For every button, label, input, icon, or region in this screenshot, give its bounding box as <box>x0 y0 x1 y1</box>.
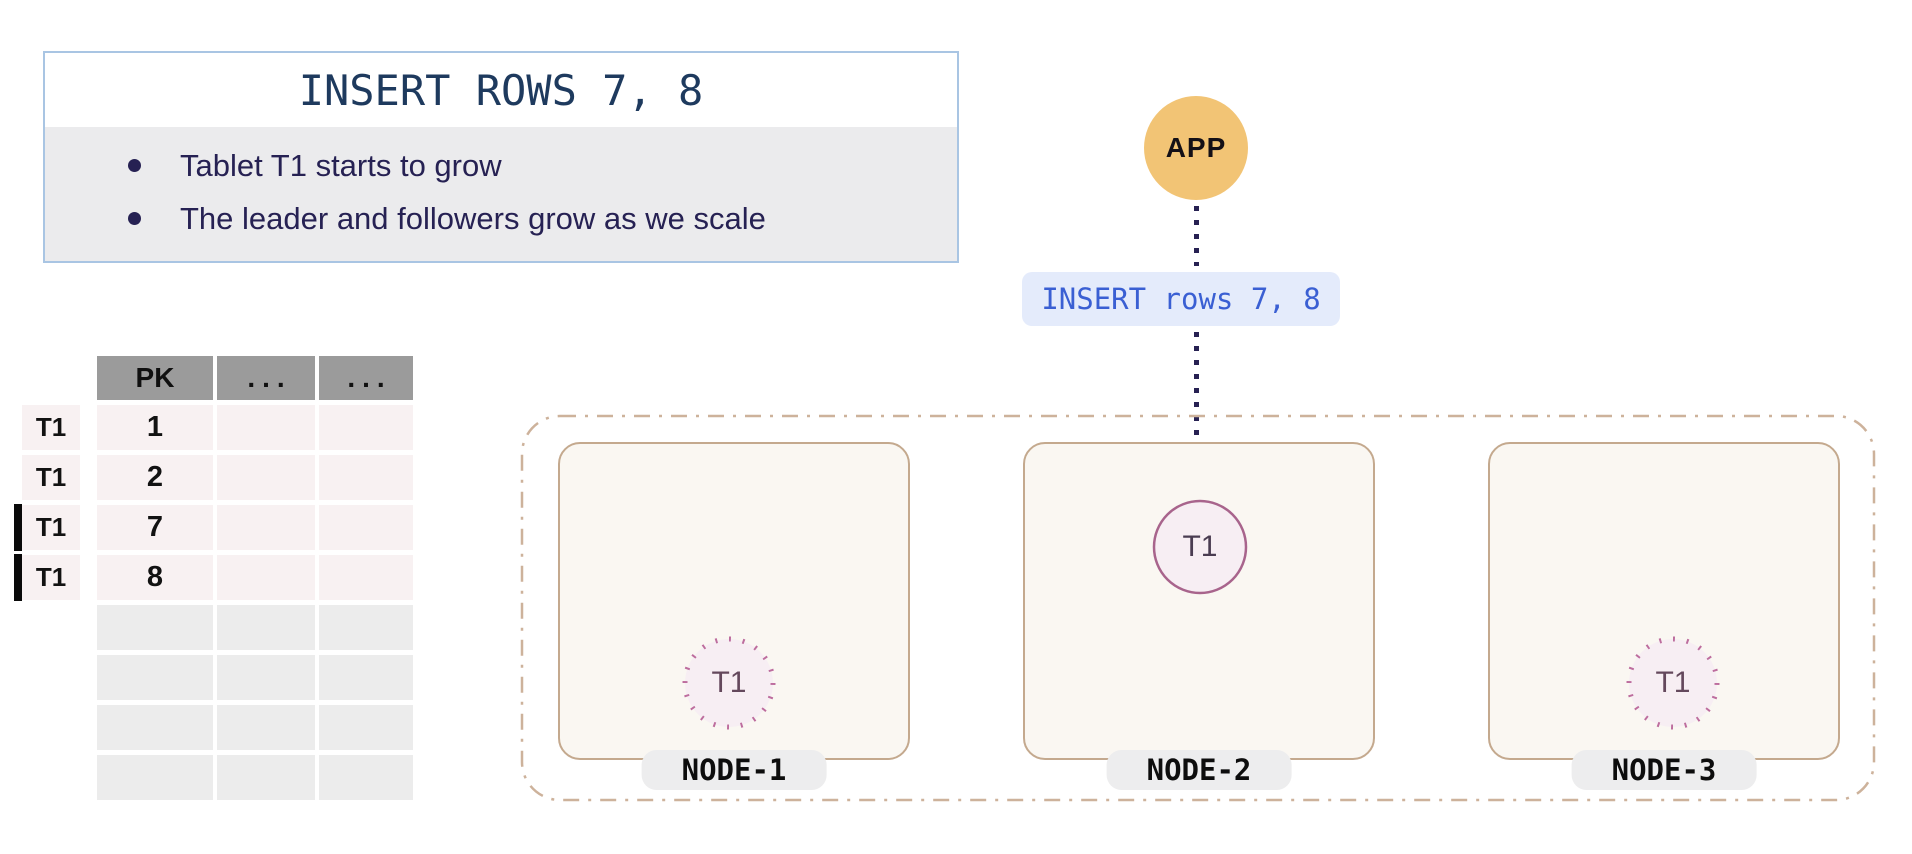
table-cell <box>217 655 315 700</box>
tablet-circle-follower: T1 <box>1623 633 1723 733</box>
table-row-empty <box>97 605 417 650</box>
node-box: T1 NODE-3 <box>1488 442 1840 790</box>
tablet-row-label: T1 <box>14 504 80 551</box>
tablet-row-label: T1 <box>14 405 80 450</box>
table-cell <box>217 705 315 750</box>
node-name-pill: NODE-1 <box>641 750 827 790</box>
bullet-icon <box>128 159 141 172</box>
solid-circle-icon <box>1152 499 1248 595</box>
app-node: APP <box>1144 96 1248 200</box>
bullet-text: Tablet T1 starts to grow <box>180 147 502 183</box>
table-cell <box>217 405 315 450</box>
tablet-label: T1 <box>1182 530 1218 563</box>
table-row-empty <box>97 755 417 800</box>
request-dotted-line <box>1194 206 1199 266</box>
node-name-pill: NODE-2 <box>1106 750 1292 790</box>
callout-box: INSERT ROWS 7, 8 Tablet T1 starts to gro… <box>43 51 959 263</box>
bullet-text: The leader and followers grow as we scal… <box>180 200 766 236</box>
insert-marker-bar <box>14 554 22 601</box>
cluster-border <box>520 414 1876 802</box>
table-cell-pk: 7 <box>97 505 213 550</box>
table-header-row: PK ... ... <box>97 356 417 400</box>
node-name-pill: NODE-3 <box>1571 750 1757 790</box>
table-cell <box>217 555 315 600</box>
query-label: INSERT rows 7, 8 <box>1022 272 1340 326</box>
table-cell <box>319 455 413 500</box>
tablet-label: T1 <box>711 666 747 699</box>
table-cell <box>319 755 413 800</box>
table-cell <box>97 755 213 800</box>
tablet-label: T1 <box>22 455 80 500</box>
table-cell <box>319 655 413 700</box>
insert-marker-bar <box>14 504 22 551</box>
tablet-label: T1 <box>22 405 80 450</box>
node-box: T1 NODE-1 <box>558 442 910 790</box>
bullet-icon <box>128 212 141 225</box>
tablet-circle-follower: T1 <box>679 633 779 733</box>
bullet-item: The leader and followers grow as we scal… <box>45 192 957 245</box>
table-cell <box>217 755 315 800</box>
table-cell <box>319 605 413 650</box>
table-cell <box>217 505 315 550</box>
table-cell <box>217 605 315 650</box>
tablet-label: T1 <box>1655 666 1691 699</box>
table-header-cell-dots: ... <box>319 356 413 400</box>
table-cell-pk: 8 <box>97 555 213 600</box>
table-cell <box>319 505 413 550</box>
table-row: 1 <box>97 405 417 450</box>
table-row-empty <box>97 705 417 750</box>
tablet-label: T1 <box>22 505 80 550</box>
tablet-circle-leader: T1 <box>1150 497 1250 597</box>
tablet-row-labels: T1 T1 T1 T1 <box>14 405 80 605</box>
table-cell <box>217 455 315 500</box>
table-cell <box>97 705 213 750</box>
tablet-label: T1 <box>22 555 80 600</box>
dotted-circle-icon <box>682 636 776 730</box>
table-row: 2 <box>97 455 417 500</box>
tablet-row-label: T1 <box>14 554 80 601</box>
table-row: 7 <box>97 505 417 550</box>
table-cell <box>97 605 213 650</box>
table-cell-pk: 1 <box>97 405 213 450</box>
bullet-item: Tablet T1 starts to grow <box>45 139 957 192</box>
table-header-cell-pk: PK <box>97 356 213 400</box>
table-row-empty <box>97 655 417 700</box>
table-cell-pk: 2 <box>97 455 213 500</box>
callout-body: Tablet T1 starts to grow The leader and … <box>45 127 957 261</box>
tablet-row-label: T1 <box>14 455 80 500</box>
request-dotted-line <box>1194 332 1199 468</box>
dotted-circle-icon <box>1626 636 1720 730</box>
callout-title: INSERT ROWS 7, 8 <box>298 65 704 115</box>
table-cell <box>319 405 413 450</box>
table-row: 8 <box>97 555 417 600</box>
table-header-cell-dots: ... <box>217 356 315 400</box>
table-cell <box>319 555 413 600</box>
table-cell <box>97 655 213 700</box>
node-box: T1 NODE-2 <box>1023 442 1375 790</box>
table-cell <box>319 705 413 750</box>
data-table: PK ... ... 1 2 7 8 <box>97 356 417 805</box>
